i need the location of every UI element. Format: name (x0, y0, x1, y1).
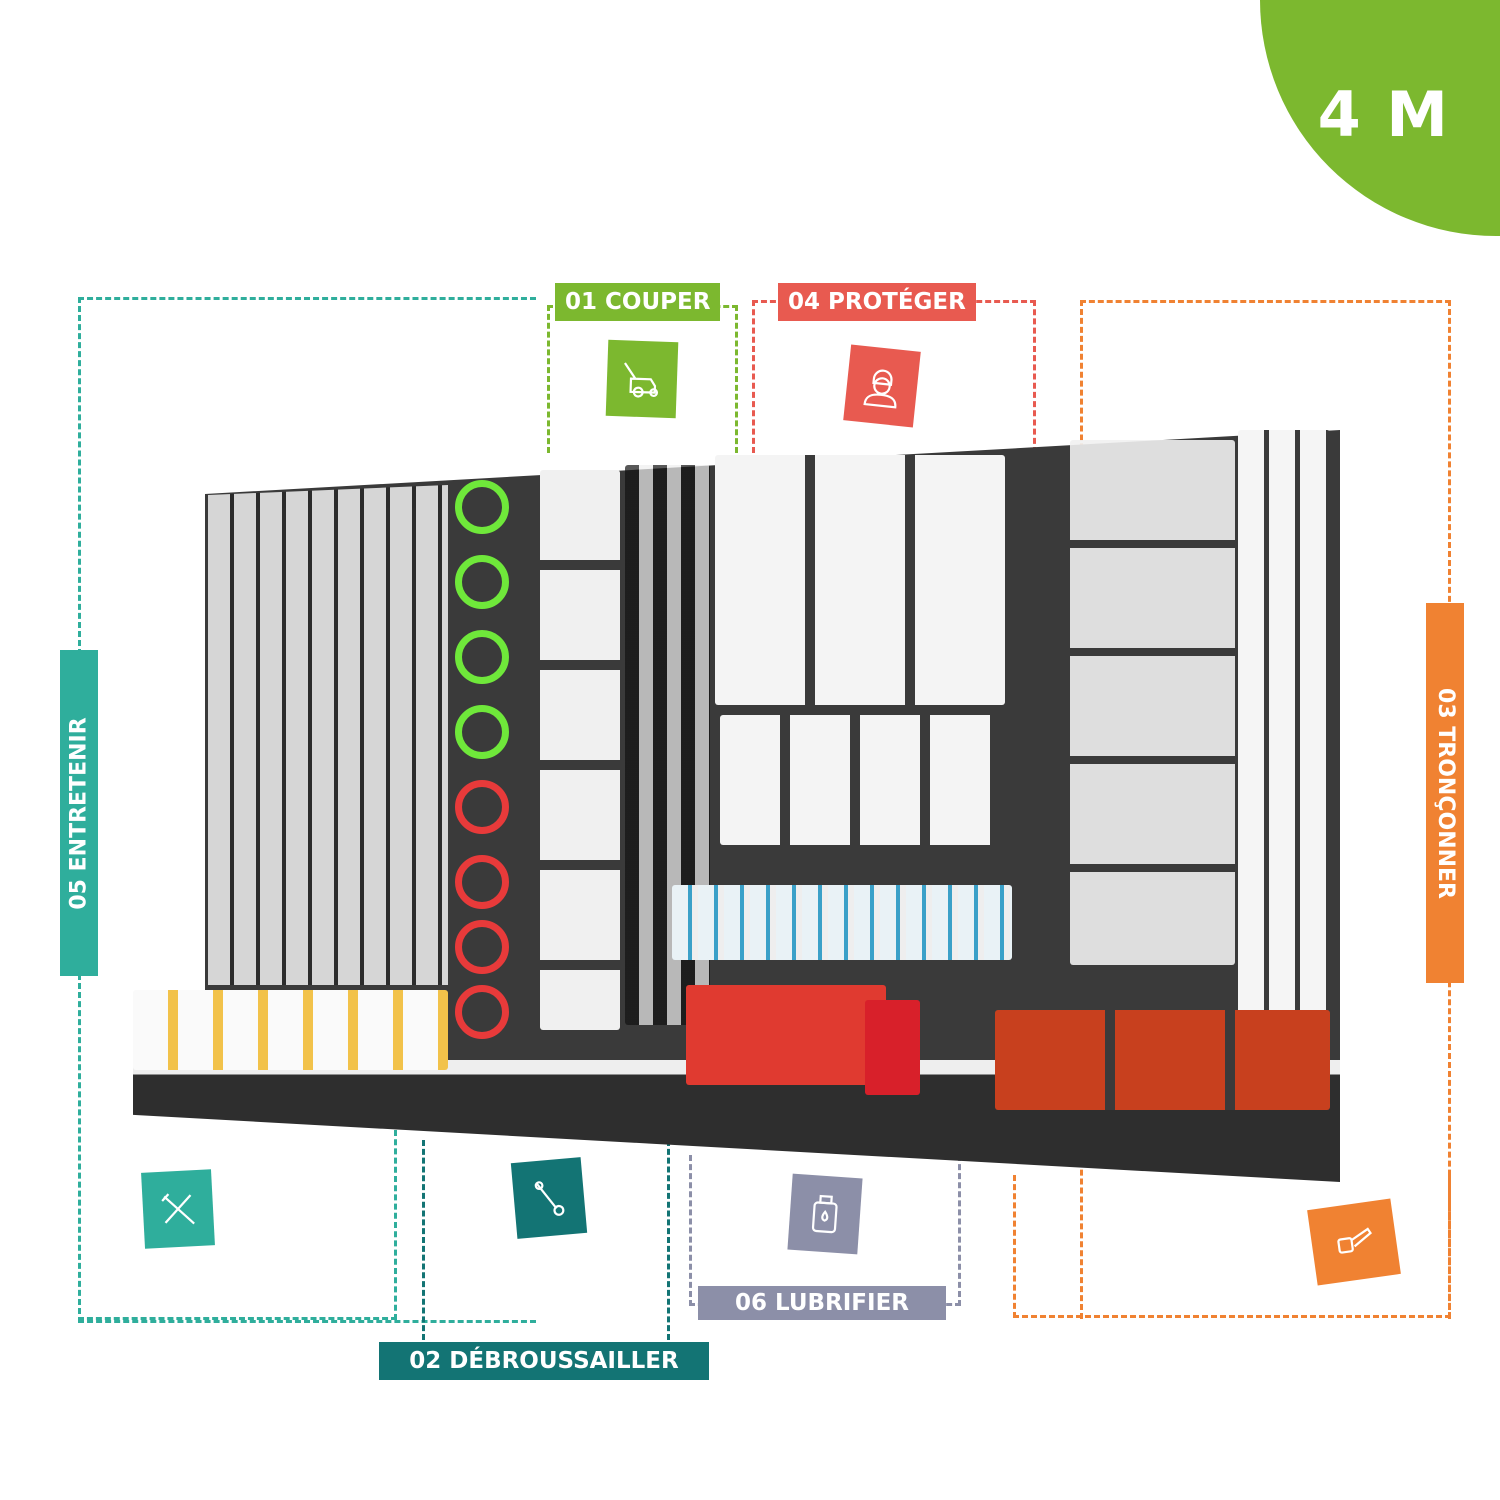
products-saw-chains (1238, 430, 1330, 1020)
products-chain-sharpeners (995, 1010, 1330, 1110)
products-ear-protection (720, 715, 1000, 845)
size-badge-label: 4 M (1317, 78, 1450, 151)
products-oil-bottles (672, 885, 1012, 960)
zone-02-label: 02 DÉBROUSSAILLER (379, 1342, 709, 1380)
zone-01-label: 01 COUPER (555, 283, 721, 321)
product-red-trimmer-line (455, 855, 509, 909)
product-green-trimmer-line (455, 630, 509, 684)
oil-can-icon (787, 1173, 863, 1255)
products-oil-kits (686, 985, 886, 1085)
product-red-trimmer-line (455, 985, 509, 1039)
product-fuel-can (865, 1000, 920, 1095)
zone-05-bottom-outline (78, 1130, 397, 1320)
lawn-mower-icon (605, 339, 679, 419)
product-green-trimmer-line (455, 480, 509, 534)
products-chain-files (1070, 440, 1235, 965)
protective-helmet-worker-icon (843, 344, 921, 428)
tools-wrench-screwdriver-icon (141, 1169, 215, 1249)
brush-cutter-icon (510, 1157, 588, 1239)
product-green-trimmer-line (455, 555, 509, 609)
size-badge: 4 M (1260, 0, 1500, 236)
products-entretenir (208, 485, 448, 985)
product-green-trimmer-line (455, 705, 509, 759)
zone-04-label: 04 PROTÉGER (778, 283, 976, 321)
zone-05-label: 05 ENTRETENIR (60, 650, 98, 976)
product-red-trimmer-line (455, 920, 509, 974)
products-visors (715, 455, 1005, 705)
products-blades (540, 470, 620, 1030)
products-boxes (133, 990, 448, 1070)
zone-03-bottom-outline (1013, 1175, 1451, 1318)
zone-03-label: 03 TRONÇONNER (1426, 603, 1464, 983)
chainsaw-icon (1307, 1198, 1401, 1286)
zone-06-label: 06 LUBRIFIER (698, 1286, 946, 1320)
product-red-trimmer-line (455, 780, 509, 834)
zone-02-outline (422, 1140, 670, 1340)
